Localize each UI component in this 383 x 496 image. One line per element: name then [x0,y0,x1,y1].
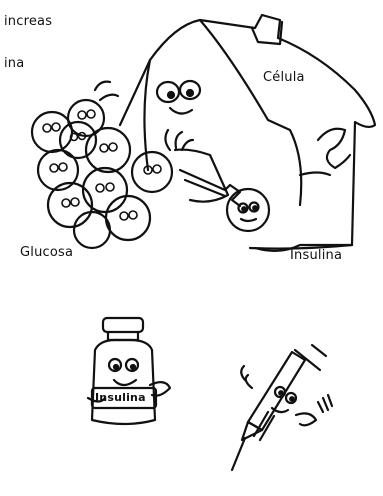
glucose-cluster-icon [32,82,172,248]
vial-label: Insulina [95,391,146,404]
pancreas-fragment-label: increas [4,14,52,29]
insulin-vial-icon [88,318,170,424]
glucose-label: Glucosa [20,245,73,260]
cell-label: Célula [263,70,305,85]
insulin-label: Insulina [290,248,342,263]
insulina-fragment-label: ina [4,56,24,71]
syringe-icon [232,345,332,470]
cell-house-icon [120,15,375,251]
